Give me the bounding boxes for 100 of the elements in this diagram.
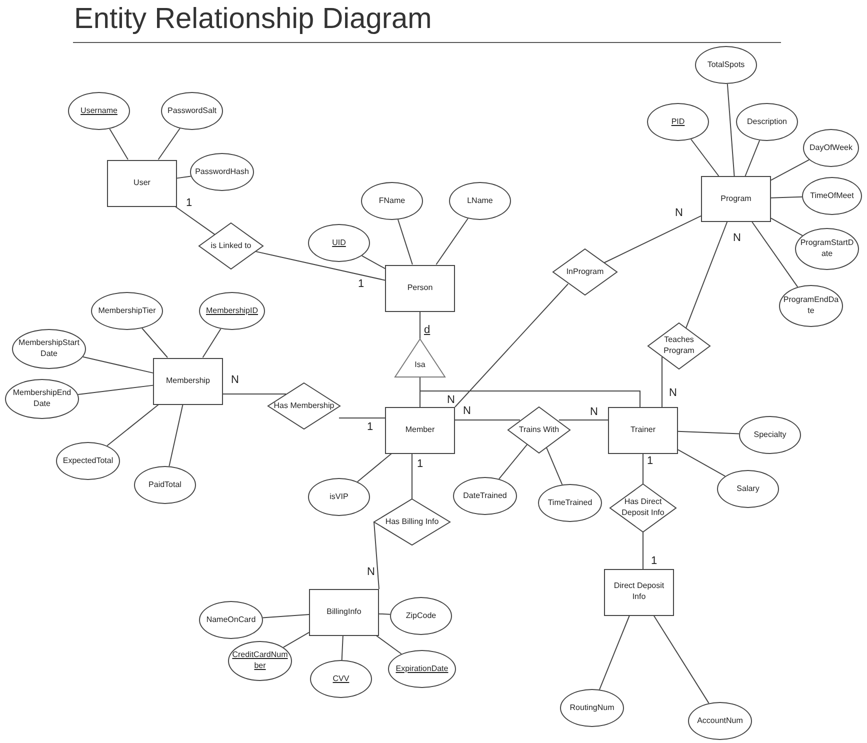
- connector-line: [282, 632, 310, 648]
- connector-line: [106, 404, 160, 446]
- attribute-ellipse: [228, 641, 292, 681]
- entity-name: Direct Deposit Info: [612, 581, 666, 603]
- entity-name: Trainer: [630, 424, 656, 436]
- connector-line: [361, 255, 386, 270]
- cardinality-label: N: [463, 406, 471, 417]
- isa-label: Isa: [414, 360, 426, 370]
- relationship-diamond: [374, 499, 450, 545]
- relationship-name: Has Membership: [274, 400, 334, 412]
- relationship-name: InProgram: [566, 266, 604, 278]
- entity-box: [608, 406, 678, 454]
- relationship-name: Has Direct Deposit Info: [620, 497, 666, 519]
- relationship-name: Teaches Program: [662, 335, 696, 357]
- relationship-diamond: [648, 323, 710, 369]
- connector-line: [726, 83, 735, 176]
- attribute-name: PaidTotal: [148, 480, 182, 490]
- relationship-diamond: [268, 383, 340, 429]
- disjoint-label: d: [424, 325, 430, 336]
- attribute-name: CreditCardNumber: [232, 650, 288, 672]
- cardinality-label: 1: [186, 198, 192, 209]
- attribute-ellipse: [795, 228, 859, 270]
- connector-line: [158, 128, 180, 160]
- connector-line: [168, 404, 184, 467]
- relationship-diamond: [199, 223, 263, 269]
- attribute-name: CVV: [332, 674, 350, 684]
- entity-box: [309, 588, 379, 636]
- cardinality-label: 1: [651, 556, 658, 567]
- attribute-name: TimeOfMeet: [810, 190, 854, 202]
- connector-line: [78, 384, 154, 396]
- entity-box: [107, 160, 177, 206]
- attribute-name: PID: [671, 116, 685, 128]
- connector-line: [678, 449, 726, 477]
- attribute-name: ProgramStartDate: [799, 238, 855, 260]
- connector-line: [770, 196, 803, 198]
- connector-line: [420, 376, 640, 408]
- attribute-name: PasswordHash: [195, 166, 249, 178]
- attribute-name: ZipCode: [406, 610, 436, 622]
- attribute-name: Description: [746, 116, 787, 128]
- relationship-diamond: [508, 407, 570, 453]
- connector-line: [454, 284, 568, 408]
- attribute-name: PasswordSalt: [168, 106, 216, 116]
- entity-box: [701, 176, 771, 222]
- entity-box: [604, 568, 674, 616]
- cardinality-label: N: [367, 567, 375, 578]
- cardinality-label: N: [675, 208, 683, 219]
- attribute-ellipse: [717, 470, 779, 508]
- entity-name: Program: [720, 194, 752, 204]
- connector-line: [685, 222, 728, 329]
- connector-line: [770, 218, 803, 236]
- connector-line: [546, 447, 563, 486]
- connector-line: [82, 356, 154, 374]
- cardinality-label: 1: [358, 279, 364, 290]
- connector-line: [341, 635, 344, 660]
- entity-name: Membership: [166, 376, 210, 386]
- attribute-name: LName: [467, 196, 493, 206]
- cardinality-label: N: [669, 388, 677, 399]
- connector-line: [376, 635, 402, 654]
- attribute-name: Specialty: [754, 430, 786, 440]
- attribute-name: NameOnCard: [206, 614, 256, 626]
- attribute-ellipse: [308, 224, 370, 262]
- connector-line: [653, 615, 710, 704]
- relationship-name: is Linked to: [210, 240, 252, 252]
- relationship-name: Has Billing Info: [385, 516, 439, 528]
- connector-line: [142, 328, 168, 358]
- connector-line: [374, 522, 380, 590]
- relationship-diamond: [553, 249, 617, 295]
- entity-box: [153, 358, 223, 404]
- entity-name: Member: [405, 424, 435, 436]
- relationship-diamond: [610, 484, 676, 532]
- connector-line: [744, 140, 760, 176]
- entity-box: [385, 264, 455, 312]
- attribute-name: ProgramEndDate: [783, 295, 839, 317]
- cardinality-label: N: [447, 395, 455, 406]
- connector-line: [770, 159, 810, 181]
- connector-line: [202, 328, 222, 358]
- attribute-name: MembershipEnd Date: [12, 388, 72, 410]
- attribute-name: MembershipStart Date: [18, 338, 80, 360]
- entity-name: BillingInfo: [326, 606, 362, 618]
- attribute-name: DateTrained: [463, 490, 507, 502]
- attribute-name: Username: [80, 106, 118, 116]
- connector-line: [378, 613, 391, 615]
- entity-name: User: [134, 178, 150, 188]
- connector-line: [254, 250, 386, 281]
- connector-line: [604, 215, 702, 264]
- cardinality-label: N: [590, 407, 598, 418]
- attribute-name: MembershipTier: [98, 306, 156, 316]
- cardinality-label: N: [231, 375, 239, 386]
- attribute-name: AccountNum: [697, 716, 743, 726]
- attribute-name: TotalSpots: [707, 60, 745, 70]
- connector-line: [752, 222, 798, 288]
- connector-line: [436, 218, 468, 265]
- connector-line: [109, 128, 128, 160]
- isa-triangle: [395, 339, 445, 377]
- attribute-name: isVIP: [330, 492, 348, 502]
- connector-line: [498, 444, 528, 480]
- attribute-ellipse: [803, 129, 859, 167]
- attribute-name: Salary: [736, 484, 760, 494]
- cardinality-label: 1: [647, 456, 654, 467]
- connector-line: [262, 614, 310, 618]
